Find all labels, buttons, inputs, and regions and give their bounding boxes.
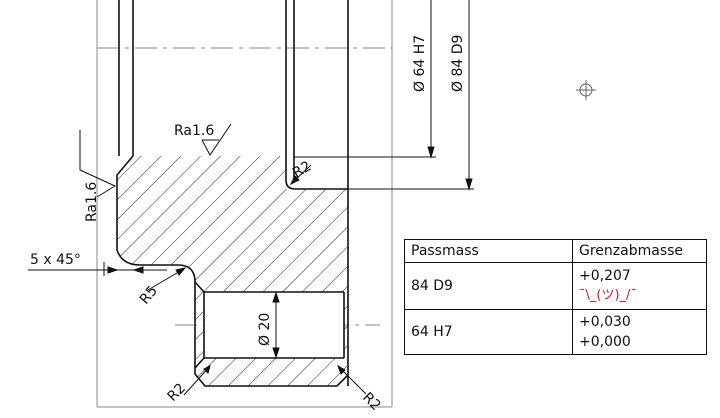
table-header-limits: Grenzabmasse <box>573 240 706 263</box>
tolerance-table: Passmass Grenzabmasse 84 D9 +0,207 ¯\_(ツ… <box>404 239 707 355</box>
chamfer-dimension <box>28 262 167 276</box>
upper-deviation: +0,207 <box>579 268 631 284</box>
dim-groove <box>272 291 280 359</box>
surface-symbol-left <box>79 130 117 198</box>
surface-top-label: Ra1.6 <box>174 123 214 139</box>
dim-bore-h7-label: Ø 64 H7 <box>412 35 428 92</box>
chamfer-label: 5 x 45° <box>30 252 81 268</box>
radius-r5-label: R5 <box>137 283 161 308</box>
upper-deviation: +0,030 <box>579 314 631 330</box>
radius-bottom-right-label: R2 <box>359 390 383 414</box>
groove-cutout <box>204 292 344 358</box>
dim-bore-d9 <box>348 0 474 191</box>
leader-r2-bottom-left <box>183 365 211 396</box>
radius-bottom-left-label: R2 <box>165 380 189 404</box>
dim-groove-label: Ø 20 <box>257 313 273 346</box>
table-header-fit: Passmass <box>405 240 573 263</box>
lower-deviation: +0,000 <box>579 334 631 350</box>
dim-bore-h7 <box>294 0 436 159</box>
part-outline <box>116 0 349 387</box>
leader-r5 <box>147 267 187 291</box>
table-row-limits: +0,030 +0,000 <box>573 310 706 354</box>
crosshair-cursor-icon <box>576 80 596 100</box>
dim-bore-d9-label: Ø 84 D9 <box>450 35 466 92</box>
surface-left-label: Ra1.6 <box>84 182 100 222</box>
outer-frame <box>96 0 393 408</box>
lower-deviation-annotation: ¯\_(ツ)_/¯ <box>579 288 637 303</box>
table-row-fit: 84 D9 <box>405 263 573 310</box>
table-row-fit: 64 H7 <box>405 310 573 354</box>
table-row-limits: +0,207 ¯\_(ツ)_/¯ <box>573 263 706 310</box>
leader-r2-inner <box>289 164 312 186</box>
leader-r2-bottom-right <box>337 364 367 395</box>
bore-pocket <box>286 156 348 189</box>
surface-symbol-top <box>201 123 232 156</box>
